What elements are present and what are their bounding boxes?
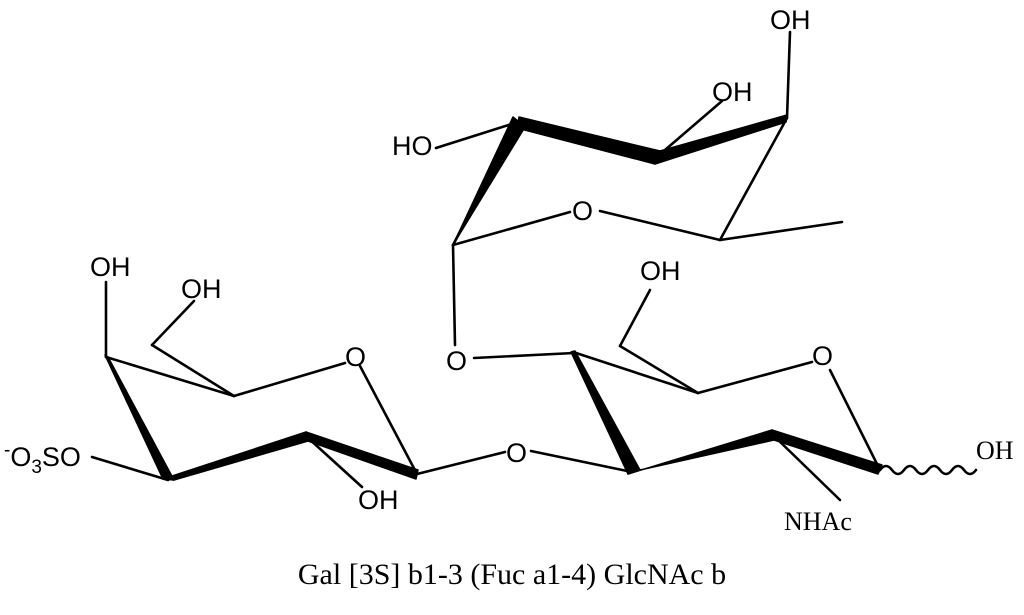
galactose-ring: OH OH O -O3SO OH — [4, 252, 507, 515]
gal-bond-c6-oh — [150, 299, 196, 347]
glc-bond-c5-c4 — [571, 350, 700, 395]
glc-wedge-c3-c2 — [627, 429, 775, 475]
gal-ch2oh-label: OH — [181, 274, 222, 304]
glcnac-ring: OH O OH NHAc — [472, 256, 1014, 536]
fuc-bond-c5-o5 — [598, 209, 722, 242]
gal-bond-o5-c5 — [232, 361, 347, 398]
gal-wedge-c3-c2 — [162, 431, 309, 481]
fuc-bond-c4-c5 — [718, 116, 789, 242]
sulfate-charge: - — [4, 440, 10, 461]
glc-bond-c6-oh — [618, 288, 652, 348]
fuc-bond-c4-oh — [785, 30, 792, 120]
fuc-wedge-c1-c2 — [452, 116, 526, 246]
glc-bond-c2-nhac — [771, 433, 842, 502]
gal-ring-oxygen-label: O — [345, 342, 366, 372]
glc-bond-o-c3 — [529, 449, 634, 474]
gal-bond-c5-c6 — [150, 343, 236, 398]
glc-anomeric-oh-label: OH — [976, 436, 1014, 465]
sulfate-s-o: SO — [42, 442, 81, 472]
glc-nhac-label: NHAc — [784, 507, 852, 536]
gal-sulfate-label: -O3SO — [4, 440, 81, 478]
glc-wedge-c2-c1 — [771, 429, 883, 475]
fuc-wedge-c2-c3 — [516, 116, 661, 165]
glc-bond-o5-c5 — [696, 360, 814, 395]
glycosidic-oxygen-fuc-glc: O — [446, 346, 467, 376]
structure-caption: Gal [3S] b1-3 (Fuc a1-4) GlcNAc b — [297, 558, 727, 591]
gal-oh-top-label: OH — [90, 252, 131, 282]
gal-oh-bottom-label: OH — [358, 485, 399, 515]
glc-ch2oh-label: OH — [640, 256, 681, 286]
gal-bond-c2-oh — [305, 435, 364, 489]
glc-bond-c5-c6 — [618, 344, 700, 395]
fuc-ho-left-label: HO — [392, 131, 433, 161]
fuc-ring-oxygen-label: O — [572, 196, 593, 226]
glc-bond-c1-o5 — [828, 368, 882, 472]
gal-wedge-c2-c1 — [305, 431, 419, 480]
gal-bond-c3-osulf — [90, 455, 170, 482]
fucose-ring: OH OH HO O — [392, 5, 844, 347]
fuc-oh-top-label: OH — [770, 5, 811, 35]
fuc-bond-c2-ho — [434, 120, 520, 150]
fuc-oh-mid-label: OH — [712, 77, 753, 107]
fuc-bond-c3-oh — [656, 99, 724, 158]
fuc-bond-c1-link-o — [451, 243, 457, 347]
sulfate-oxygen: O — [10, 442, 31, 472]
fuc-bond-o5-c1 — [451, 210, 572, 247]
glycosidic-oxygen-gal-glc: O — [506, 438, 527, 468]
gal-bond-c5-c4 — [104, 355, 236, 398]
sulfate-subscript: 3 — [31, 457, 42, 478]
glc-ring-oxygen-label: O — [812, 341, 833, 371]
glc-bond-o-c4 — [472, 351, 576, 360]
fuc-bond-c5-ch3 — [718, 220, 844, 242]
gal-bond-c1-o5 — [358, 364, 419, 476]
gal-bond-c1-glyco-o — [415, 450, 507, 476]
glc-bond-anomeric-wavy — [878, 464, 978, 476]
